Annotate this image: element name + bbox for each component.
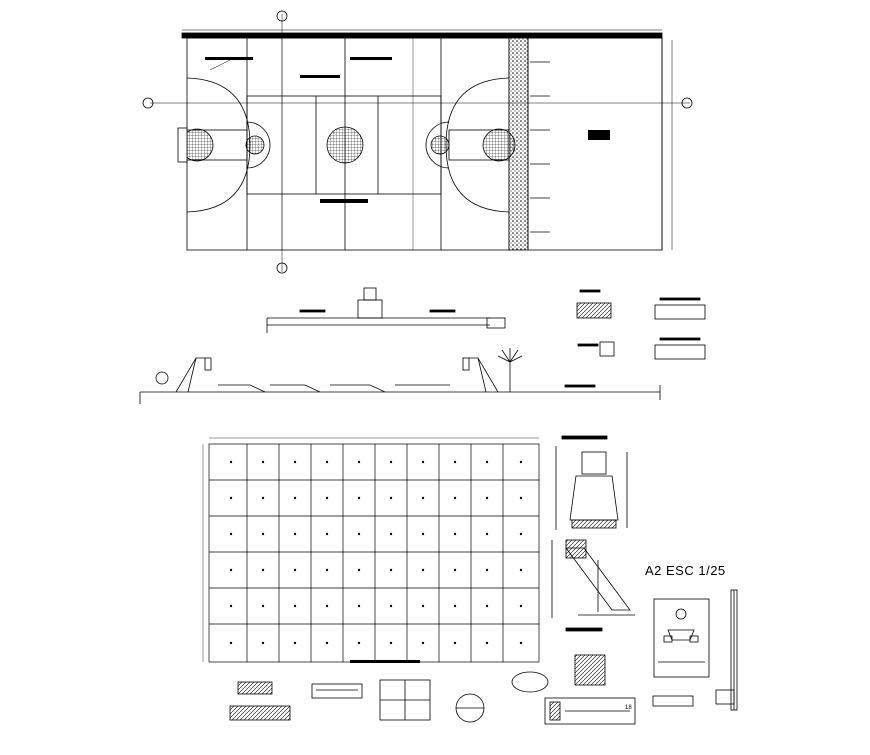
court-plan — [142, 10, 693, 274]
scale-note: A2 ESC 1/25 — [645, 563, 726, 578]
center-circle — [326, 126, 364, 164]
bottom-details — [229, 654, 694, 725]
floor-grid-plan — [202, 437, 540, 663]
section-elevation-1 — [266, 287, 506, 333]
sheet-number: 18 — [625, 705, 632, 711]
foundation-details — [576, 289, 706, 360]
grid-lines — [209, 444, 539, 662]
section-elevation-2 — [139, 348, 661, 404]
grid-dots — [229, 460, 523, 645]
title-detail-panel — [653, 589, 738, 711]
hoop-structure-details — [551, 435, 635, 632]
right-key-circle — [482, 128, 516, 162]
